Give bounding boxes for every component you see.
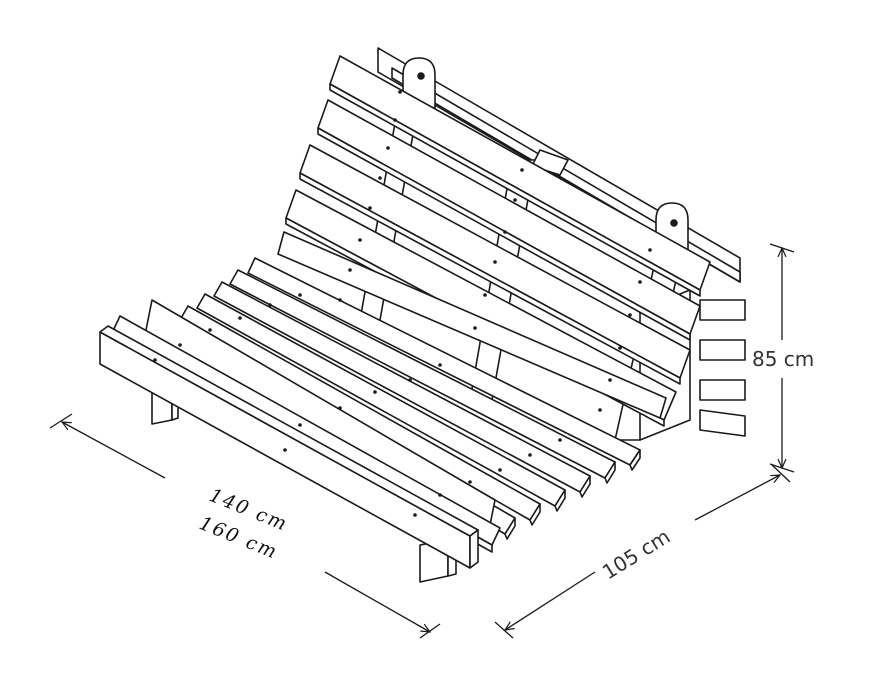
fastener-dots — [153, 90, 652, 517]
height-label: 85 cm — [752, 347, 814, 371]
depth-label: 105 cm — [598, 524, 674, 584]
seat-slats — [99, 257, 641, 569]
dimension-lines — [49, 243, 795, 639]
